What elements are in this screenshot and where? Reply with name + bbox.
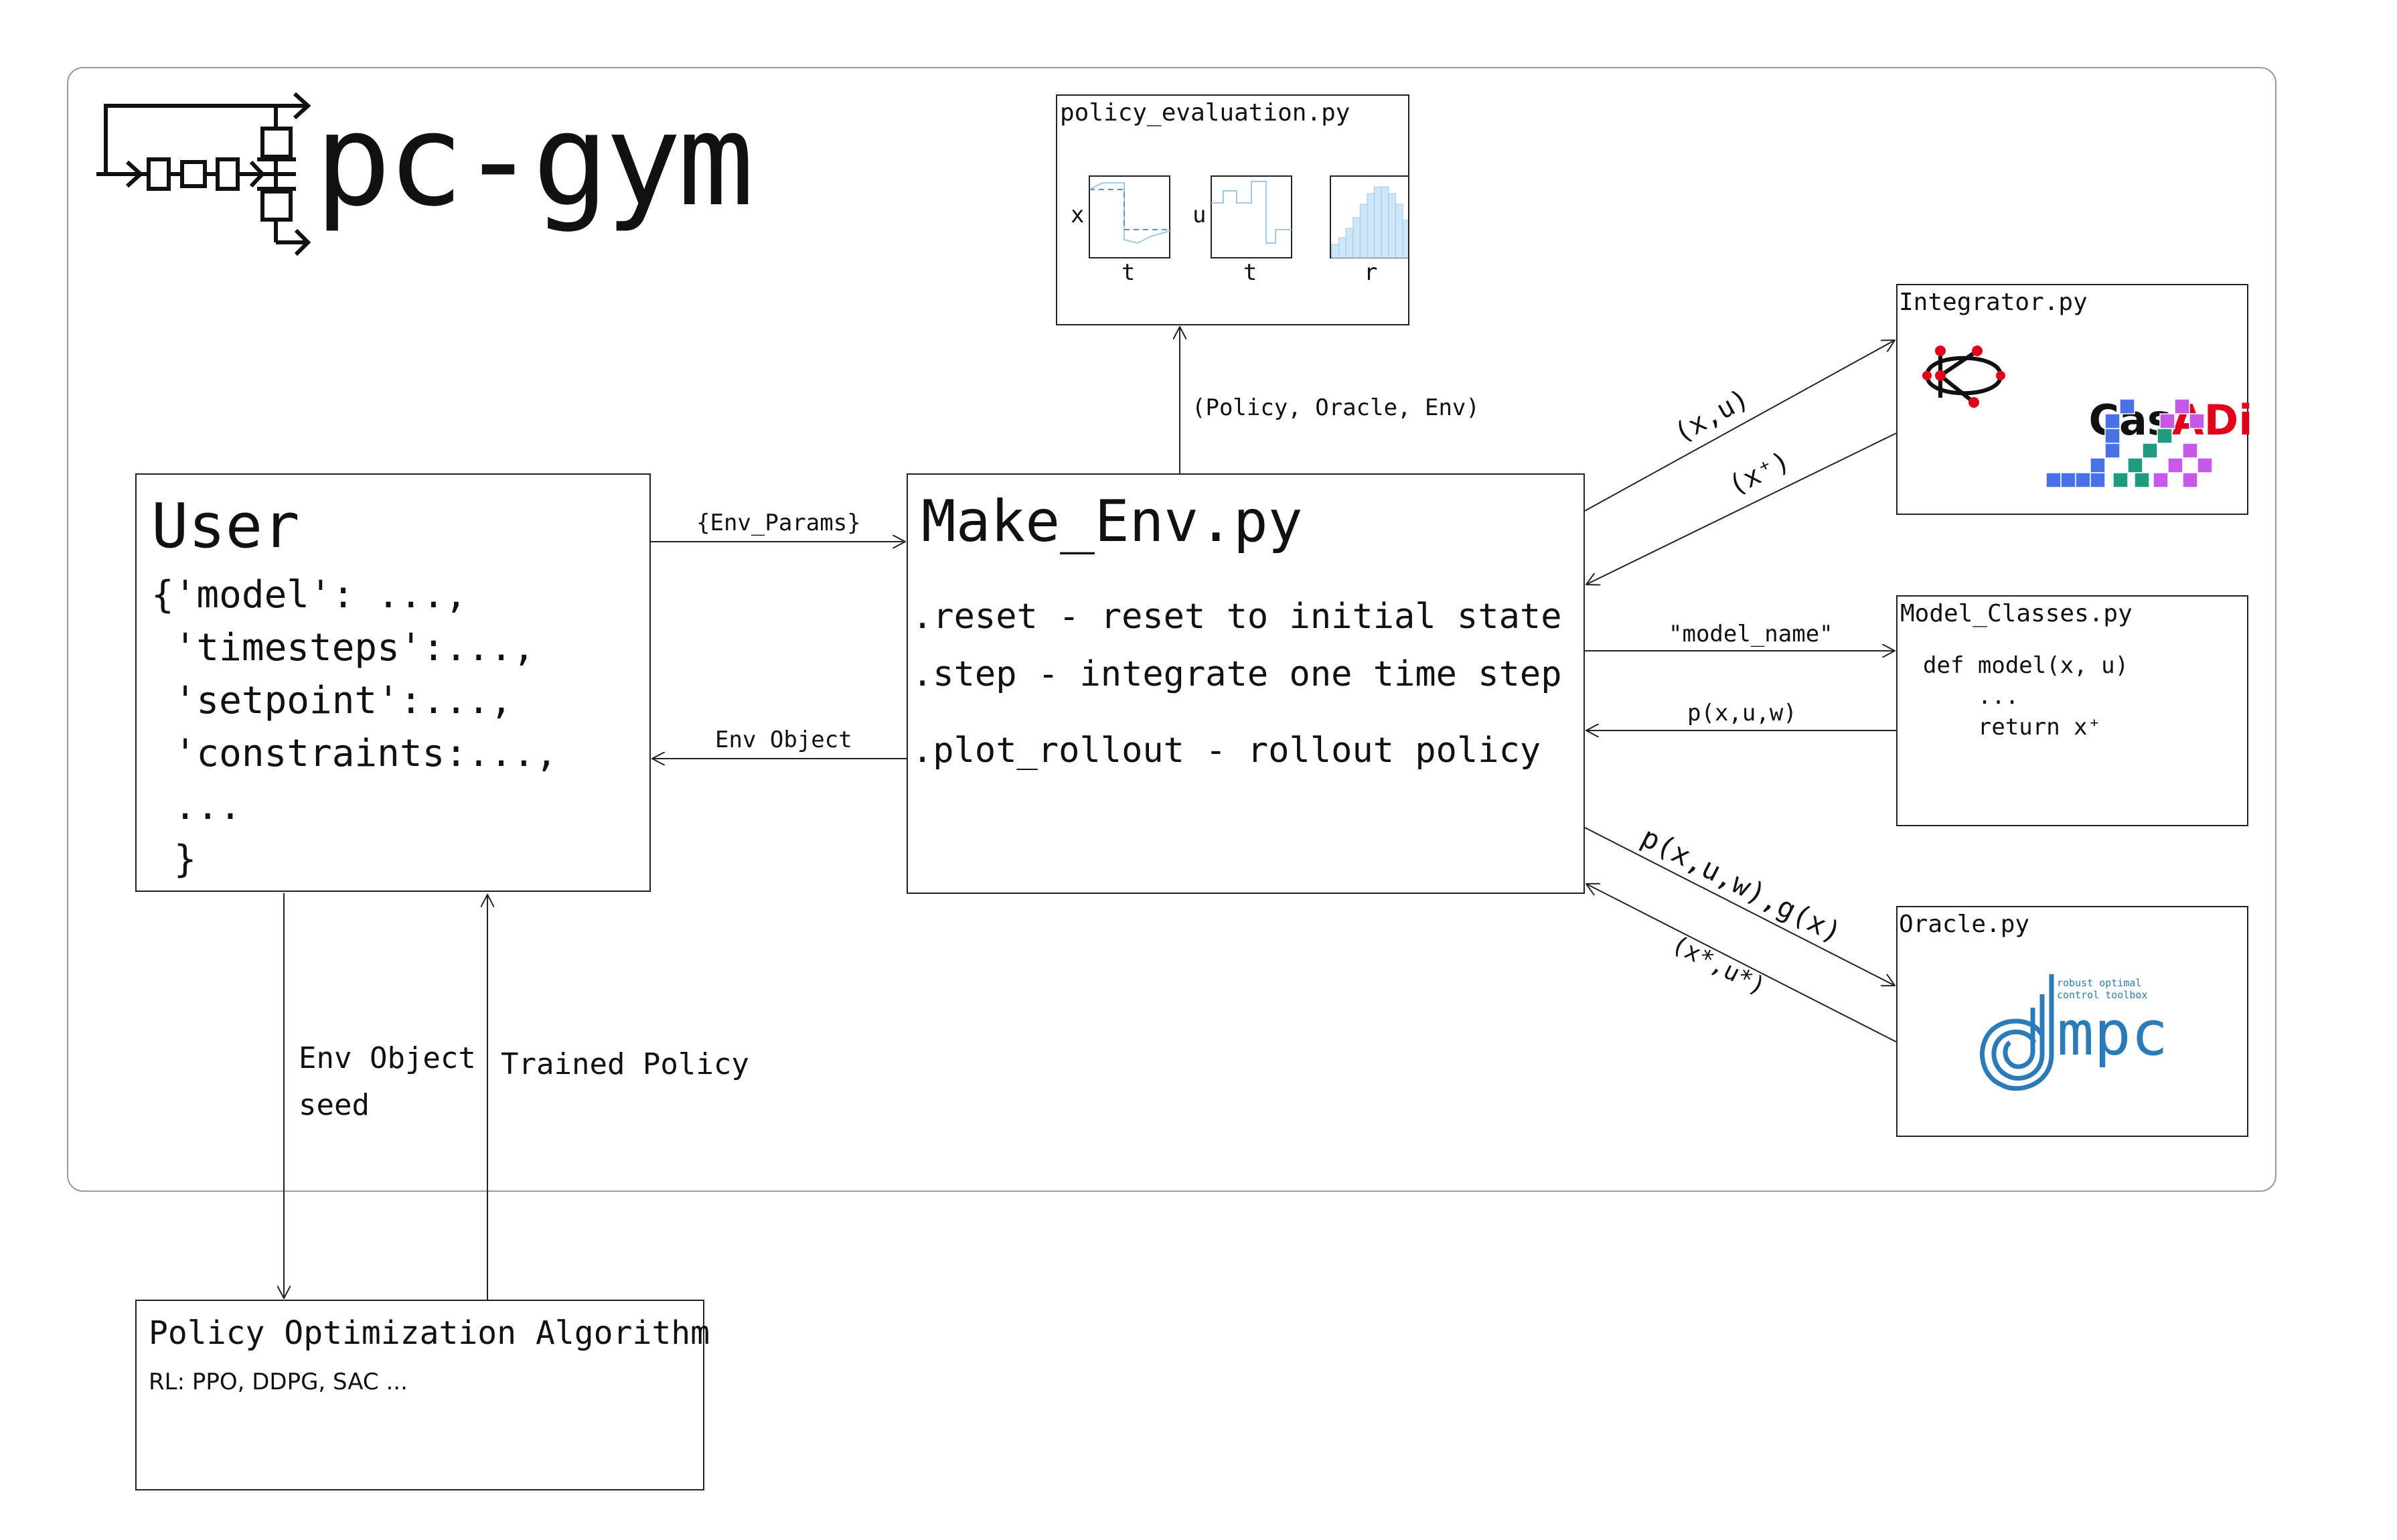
plot1-ylabel: x [1071,202,1085,228]
edge-xstar-ustar [1586,884,1897,1043]
edge-xu [1584,340,1895,512]
poa-title: Policy Optimization Algorithm [149,1314,710,1352]
reward-histogram [1330,175,1408,258]
label-xstar-ustar: (x*,u*) [1667,930,1770,1000]
plot3-xlabel: r [1364,259,1378,286]
histogram-bar [1402,220,1408,258]
jax-cube [2189,413,2205,429]
step-method: .step - integrate one time step [912,654,1562,694]
label-model-name: "model_name" [1669,621,1833,647]
jax-cube [2159,413,2175,429]
model-code-line1: def model(x, u) [1923,652,2129,679]
edge-pxuw-gx [1584,827,1895,986]
user-box: User {'model': ..., 'timesteps':..., 'se… [135,473,651,892]
user-config: {'model': ..., 'timesteps':..., 'setpoin… [151,568,558,886]
jax-cube [2153,472,2169,488]
jax-cube [2197,457,2213,473]
label-policy-oracle-env: (Policy, Oracle, Env) [1192,394,1480,421]
label-env-object-seed-2: seed [299,1088,370,1122]
jax-cube [2090,457,2106,473]
user-config-line: 'timesteps':..., [151,626,536,670]
rockit-line1: robust optimal [2057,977,2141,989]
policy-optimization-box: Policy Optimization Algorithm RL: PPO, D… [135,1300,710,1490]
jax-logo-icon [2046,398,2213,488]
jax-cube [2167,457,2183,473]
rockit-mpc-logo-icon: robust optimal control toolbox mpc [1980,974,2168,1091]
jax-cube [2142,443,2158,459]
user-config-line: {'model': ..., [151,573,468,617]
plot-rollout-method: .plot_rollout - rollout policy [912,730,1541,771]
user-config-line: ... [151,785,242,828]
jax-cube [2104,413,2120,429]
jax-cube [2112,472,2129,488]
mpc-text: mpc [2057,998,2168,1069]
state-plot [1089,175,1170,258]
user-config-line: 'setpoint':..., [151,679,513,722]
label-pxuw-gx: p(x,u,w),g(x) [1636,820,1847,949]
model-classes-box: Model_Classes.py def model(x, u) ... ret… [1896,595,2248,826]
label-xu: (x,u) [1669,383,1755,449]
model-classes-title: Model_Classes.py [1900,600,2133,627]
label-env-object: Env Object [715,726,852,753]
integrator-title: Integrator.py [1899,289,2088,316]
jax-cube [2182,472,2198,488]
oracle-box: Oracle.py robust optimal control toolbox… [1896,906,2248,1137]
jax-cube [2119,398,2135,414]
edge-xplus [1586,433,1897,585]
integrator-box: Integrator.py CasADi [1896,284,2252,515]
label-trained-policy: Trained Policy [501,1047,749,1081]
plot2-ylabel: u [1192,202,1207,228]
logo-text: pc-gym [315,86,754,234]
user-config-line: } [151,838,197,881]
model-code-line2: ... [1923,683,2019,710]
label-pxuw: p(x,u,w) [1687,700,1797,726]
jax-cube [2134,472,2150,488]
model-code-line3: return x⁺ [1923,714,2102,741]
casadi-logo-icon [1922,345,2005,408]
user-title: User [151,490,300,562]
valve-loop-icon [96,92,311,256]
plot1-xlabel: t [1122,259,1136,286]
label-env-object-seed-1: Env Object [299,1041,476,1075]
label-xplus: (x⁺) [1723,445,1795,502]
plot2-xlabel: t [1243,259,1257,286]
user-config-line: 'constraints:..., [151,732,558,775]
jax-cube [2174,398,2190,414]
jax-cube [2182,443,2198,459]
policy-evaluation-box: policy_evaluation.py x t u t r [1056,94,1409,325]
action-plot [1211,175,1292,258]
pc-gym-frame [67,67,2276,1192]
policy-evaluation-plots [1089,175,1408,258]
poa-subtitle: RL: PPO, DDPG, SAC ... [149,1369,408,1395]
rockit-line2: control toolbox [2057,989,2147,1001]
policy-evaluation-title: policy_evaluation.py [1060,99,1350,127]
make-env-title: Make_Env.py [921,488,1303,555]
make-env-box: Make_Env.py .reset - reset to initial st… [907,473,1585,894]
reset-method: .reset - reset to initial state [912,597,1562,637]
oracle-title: Oracle.py [1899,911,2030,938]
label-env-params: {Env_Params} [696,510,861,536]
